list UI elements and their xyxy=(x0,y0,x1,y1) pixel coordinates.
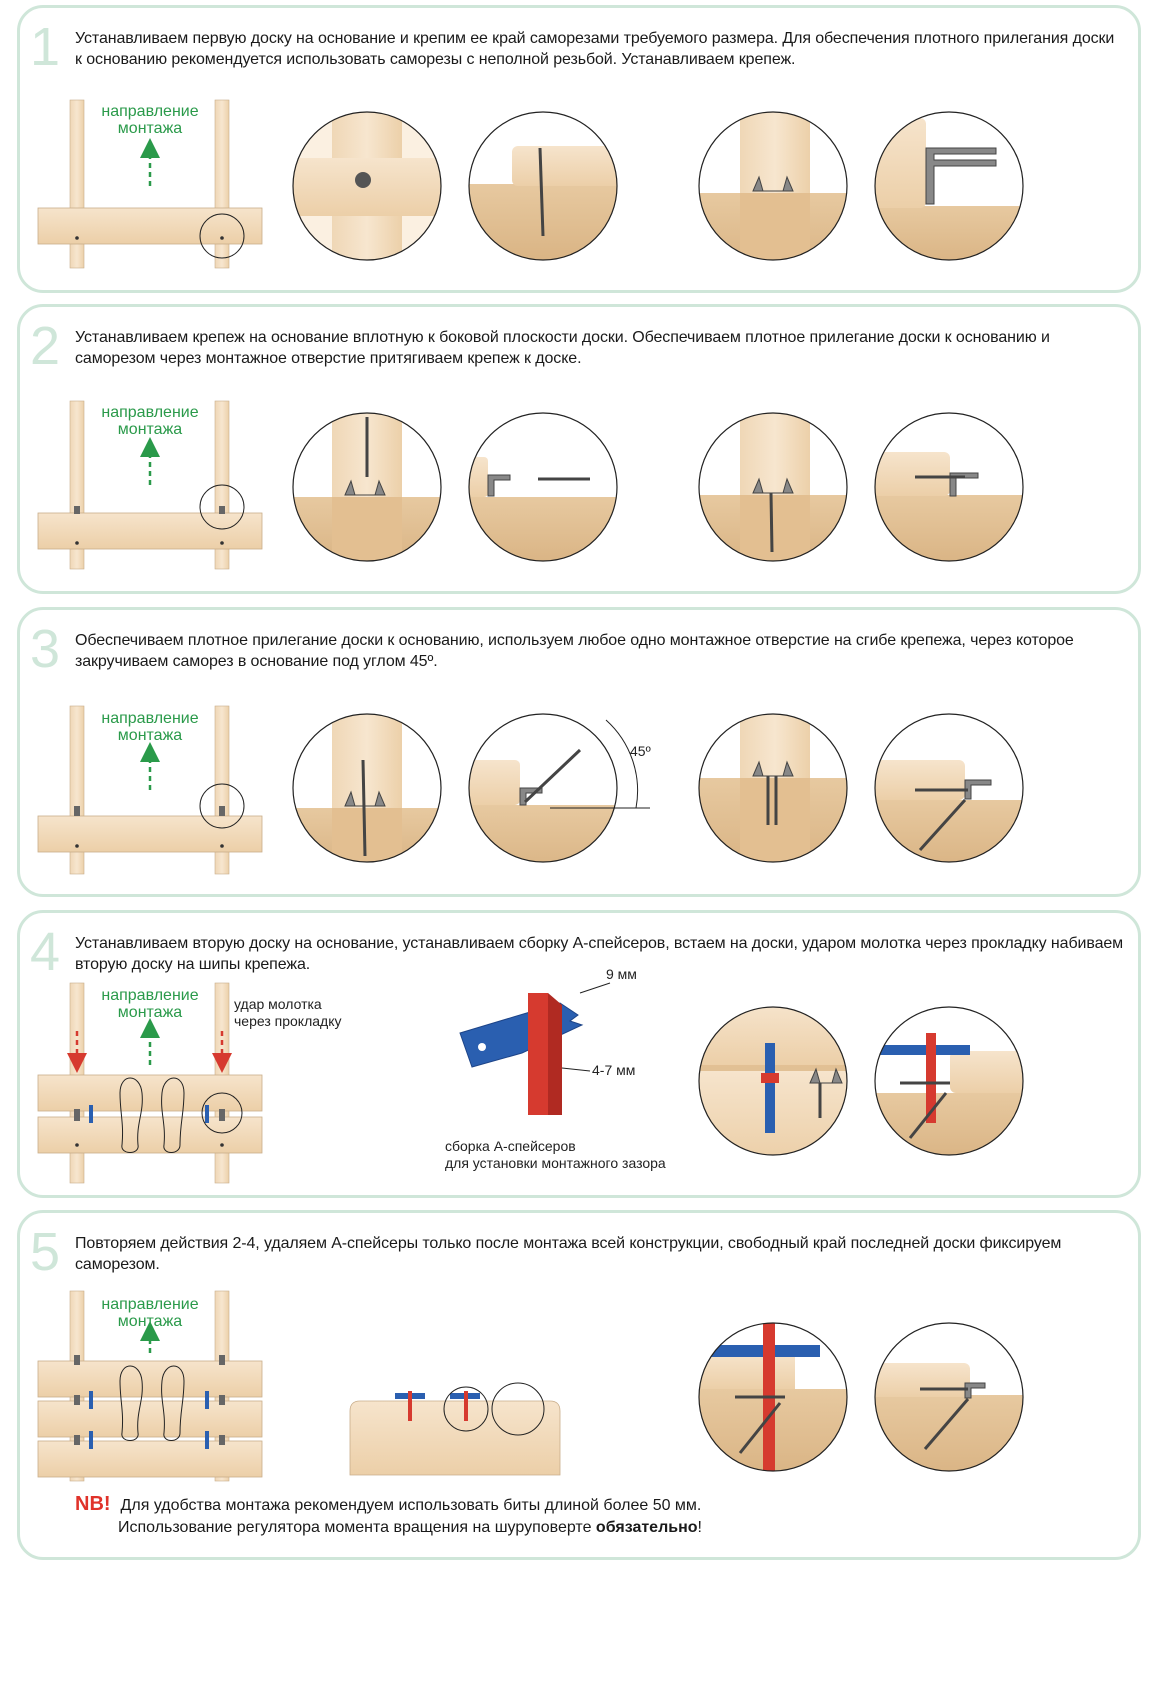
step-1-illustrations: направление монтажа xyxy=(37,99,1024,269)
nb-line-2-suffix: ! xyxy=(697,1519,702,1536)
nb-line-2-bold: обязательно xyxy=(595,1519,698,1536)
direction-label: монтажа xyxy=(118,120,182,137)
detail-circle xyxy=(698,1322,848,1472)
step-description: Устанавливаем первую доску на основание … xyxy=(75,30,1115,68)
step-description: Устанавливаем вторую доску на основание,… xyxy=(75,935,1124,973)
nb-note: NB! Для удобства монтажа рекомендуем испо… xyxy=(75,1493,702,1539)
step-1-panel: 1 Устанавливаем первую доску на основани… xyxy=(17,5,1141,293)
section-view xyxy=(349,1382,561,1476)
plan-view: направление монтажа xyxy=(37,705,263,875)
plan-view: направление монтажа xyxy=(37,400,263,570)
step-4-illustrations: направление монтажа удар молотка через п… xyxy=(37,966,1024,1184)
hammer-label: через прокладку xyxy=(234,1013,342,1029)
direction-label: монтажа xyxy=(118,727,182,744)
detail-circle xyxy=(698,412,848,562)
step-3-illustrations: направление монтажа xyxy=(37,705,1024,875)
spacer-gap-label: 4-7 мм xyxy=(592,1062,635,1078)
detail-circle xyxy=(874,713,1024,863)
step-number: 1 xyxy=(30,17,61,77)
step-number: 3 xyxy=(30,619,61,679)
plan-view: направление монтажа удар молотка через п… xyxy=(37,982,342,1184)
angle-label: 45º xyxy=(630,743,651,759)
step-5-illustrations: направление монтажа xyxy=(37,1290,1024,1482)
direction-label: монтажа xyxy=(118,421,182,438)
detail-circle xyxy=(874,412,1024,562)
plan-view: направление монтажа xyxy=(37,1290,263,1482)
nb-line-1: Для удобства монтажа рекомендуем использ… xyxy=(120,1497,702,1514)
detail-circle xyxy=(468,713,618,863)
direction-label: монтажа xyxy=(118,1004,182,1021)
spacer-caption: для установки монтажного зазора xyxy=(445,1155,666,1171)
step-description: Устанавливаем крепеж на основание вплотн… xyxy=(75,329,1050,367)
detail-circle xyxy=(698,1006,848,1156)
spacer-caption: сборка А-спейсеров xyxy=(445,1138,576,1154)
nb-line-2-prefix: Использование регулятора момента вращени… xyxy=(118,1519,592,1536)
direction-label: направление xyxy=(101,404,198,421)
step-number: 2 xyxy=(30,316,61,376)
step-2-panel: 2 Устанавливаем крепеж на основание впло… xyxy=(17,304,1141,594)
spacer-width-label: 9 мм xyxy=(606,966,637,982)
step-number: 4 xyxy=(30,922,61,982)
direction-label: направление xyxy=(101,1296,198,1313)
direction-label: направление xyxy=(101,987,198,1004)
step-description: Повторяем действия 2-4, удаляем А-спейсе… xyxy=(75,1235,1062,1273)
direction-label: направление xyxy=(101,103,198,120)
detail-circle xyxy=(468,111,618,261)
step-number: 5 xyxy=(30,1222,61,1282)
step-3-panel: 3 Обеспечиваем плотное прилегание доски … xyxy=(17,607,1141,897)
nb-mark: NB! xyxy=(75,1493,111,1515)
detail-circle xyxy=(874,1322,1024,1472)
detail-circle xyxy=(874,111,1024,261)
hammer-label: удар молотка xyxy=(234,996,322,1012)
plan-view: направление монтажа xyxy=(37,99,263,269)
detail-circle xyxy=(874,1006,1024,1156)
direction-label: монтажа xyxy=(118,1313,182,1330)
spacer-assembly: 9 мм 4-7 мм сборка А-спейсеров для устан… xyxy=(445,966,666,1171)
step-2-illustrations: направление монтажа xyxy=(37,400,1024,570)
detail-circle xyxy=(292,713,442,863)
detail-circle xyxy=(698,713,848,863)
step-4-panel: 4 Устанавливаем вторую доску на основани… xyxy=(17,910,1141,1198)
detail-circle xyxy=(292,412,442,562)
detail-circle xyxy=(468,412,618,562)
direction-label: направление xyxy=(101,710,198,727)
detail-circle xyxy=(292,111,442,261)
step-5-panel: 5 Повторяем действия 2-4, удаляем А-спей… xyxy=(17,1210,1141,1560)
detail-circle xyxy=(698,111,848,261)
angle-indicator: 45º xyxy=(550,719,651,809)
step-description: Обеспечиваем плотное прилегание доски к … xyxy=(75,632,1074,670)
